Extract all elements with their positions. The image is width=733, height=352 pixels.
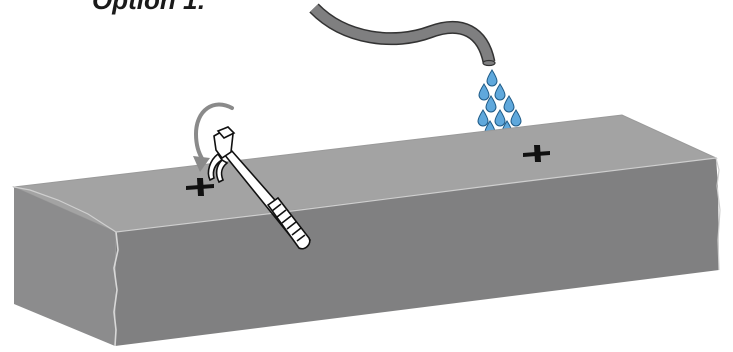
hammer-icon bbox=[207, 126, 312, 250]
rotation-arrow-icon bbox=[193, 102, 234, 172]
block-side-face bbox=[14, 187, 116, 346]
water-drop-icon bbox=[477, 109, 489, 127]
water-drop-icon bbox=[503, 95, 515, 113]
water-drop-icon bbox=[494, 109, 506, 127]
x-marker-icon bbox=[523, 145, 550, 162]
water-drop-icon bbox=[485, 95, 497, 113]
concrete-block bbox=[12, 114, 721, 347]
water-hose-icon bbox=[309, 3, 496, 67]
water-drop-icon bbox=[510, 109, 522, 127]
block-front-face bbox=[115, 158, 719, 346]
water-drop-icon bbox=[486, 69, 498, 87]
water-drop-icon bbox=[478, 83, 490, 101]
water-drops bbox=[477, 69, 522, 138]
water-drop-icon bbox=[494, 83, 506, 101]
x-marker-icon bbox=[186, 178, 214, 196]
figure-caption: Option 1: bbox=[92, 0, 207, 15]
